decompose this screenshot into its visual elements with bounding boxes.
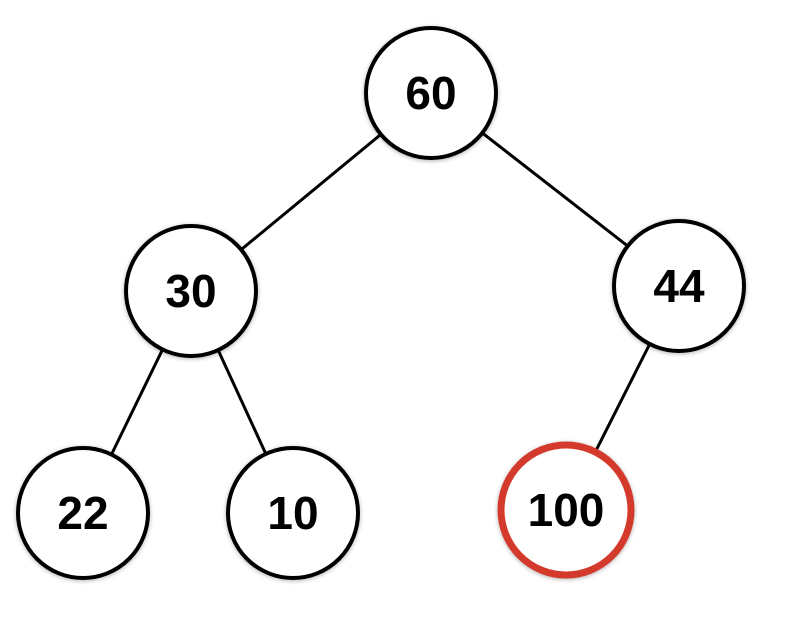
node-label-30: 30 [165, 265, 216, 317]
node-label-22: 22 [57, 487, 108, 539]
node-label-44: 44 [653, 260, 705, 312]
node-circle-44 [612, 219, 746, 353]
node-circle-60 [364, 26, 498, 160]
node-circle-10 [226, 446, 360, 580]
tree-node-44[interactable]: 44 [612, 219, 746, 353]
tree-node-100[interactable]: 100 [497, 441, 635, 579]
tree-node-10[interactable]: 10 [226, 446, 360, 580]
node-circle-22 [16, 446, 150, 580]
node-label-10: 10 [267, 487, 318, 539]
node-circle-30 [124, 224, 258, 358]
tree-node-60[interactable]: 60 [364, 26, 498, 160]
node-label-60: 60 [405, 67, 456, 119]
node-circle-100-highlighted [497, 441, 635, 579]
tree-node-22[interactable]: 22 [16, 446, 150, 580]
node-label-100: 100 [528, 484, 605, 536]
tree-node-30[interactable]: 30 [124, 224, 258, 358]
